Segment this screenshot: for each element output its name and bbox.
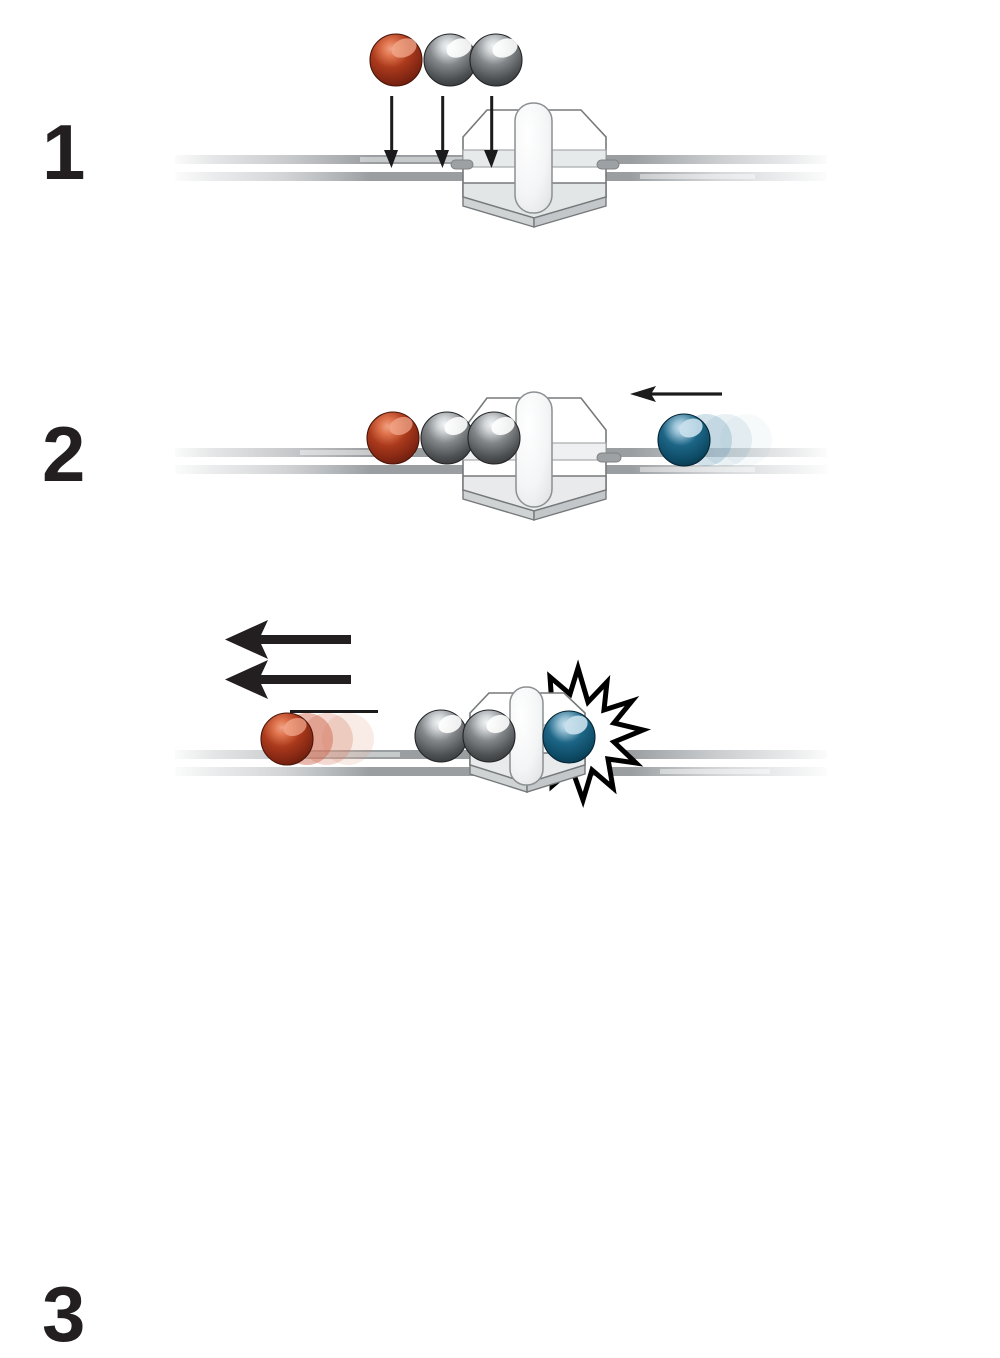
clamp-pillar	[514, 102, 553, 214]
step-number-3: 3	[42, 1270, 85, 1358]
placement-arrow-gray-1	[435, 96, 449, 168]
panel-step-3: 3	[0, 560, 1000, 1353]
panel-1-graphics	[175, 33, 827, 228]
step-number-2: 2	[42, 410, 85, 498]
placement-arrows	[384, 96, 498, 168]
motion-streak-line	[290, 710, 378, 713]
sphere-group-panel3	[260, 709, 596, 766]
red-sphere	[366, 411, 420, 465]
sphere-group-held	[369, 33, 523, 87]
recoil-arrows	[225, 620, 351, 699]
panel-step-1: 1	[0, 0, 1000, 280]
clamp-block	[450, 102, 620, 228]
red-sphere	[260, 712, 314, 766]
placement-arrow-gray-2	[484, 96, 498, 168]
recoil-arrow-upper	[225, 620, 351, 659]
panel-step-2: 2	[0, 280, 1000, 560]
sphere-group-rail	[366, 411, 711, 467]
clamp-pillar	[515, 391, 553, 508]
placement-arrow-red	[384, 96, 398, 168]
step-number-1: 1	[42, 108, 85, 196]
panel-3-graphics	[175, 620, 827, 809]
motion-arrow-blue	[630, 386, 722, 402]
recoil-arrow-lower	[225, 660, 351, 699]
panel-2-graphics	[175, 386, 827, 521]
